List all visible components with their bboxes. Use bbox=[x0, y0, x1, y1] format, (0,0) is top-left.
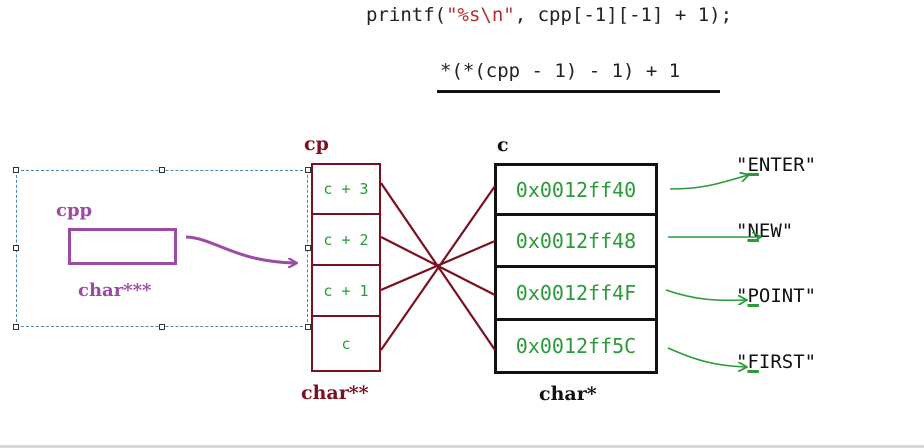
pointer-expression: *(*(cpp - 1) - 1) + 1 bbox=[440, 60, 681, 82]
quote: " bbox=[781, 220, 794, 242]
c-array: 0x0012ff40 0x0012ff48 0x0012ff4F 0x0012f… bbox=[494, 163, 658, 374]
string-literal: "ENTER" bbox=[736, 154, 816, 176]
arrow-to-point bbox=[665, 289, 746, 300]
quote: " bbox=[804, 351, 817, 373]
cpp-type-label: char*** bbox=[78, 280, 152, 301]
c-type-label: char* bbox=[539, 383, 597, 405]
bottom-divider bbox=[0, 445, 924, 448]
selection-handle-tr[interactable] bbox=[305, 167, 311, 173]
selection-handle-bm[interactable] bbox=[159, 324, 165, 330]
selection-handle-bl[interactable] bbox=[13, 324, 19, 330]
quote: " bbox=[804, 285, 817, 307]
link-c0 bbox=[380, 185, 496, 351]
string-literal: "NEW" bbox=[736, 220, 793, 242]
arrow-to-first bbox=[667, 347, 746, 367]
selection-handle-br[interactable] bbox=[305, 324, 311, 330]
quote: " bbox=[736, 154, 748, 176]
rest-chars: OINT bbox=[758, 285, 805, 307]
cp-cell: c + 3 bbox=[313, 165, 379, 215]
c-cell: 0x0012ff5C bbox=[515, 334, 637, 358]
cp-cell: c + 2 bbox=[313, 215, 379, 266]
cpp-label: cpp bbox=[56, 200, 93, 221]
code-suffix: , cpp[-1][-1] + 1); bbox=[514, 4, 733, 26]
first-char: P bbox=[747, 285, 759, 307]
link-c1 bbox=[380, 239, 496, 292]
code-format-string: "%s\n" bbox=[446, 4, 515, 26]
arrow-to-enter bbox=[669, 175, 748, 190]
rest-chars: NTER bbox=[758, 154, 805, 176]
selection-handle-mr[interactable] bbox=[305, 245, 311, 251]
c-cell: 0x0012ff40 bbox=[497, 166, 655, 216]
first-char: F bbox=[747, 351, 759, 373]
c-cell: 0x0012ff4F bbox=[497, 268, 655, 321]
expression-underline bbox=[437, 90, 720, 93]
cp-array: c + 3 c + 2 c + 1 c bbox=[311, 163, 381, 372]
cpp-pointer-box bbox=[68, 228, 177, 265]
rest-chars: EW bbox=[758, 220, 782, 242]
selection-handle-ml[interactable] bbox=[13, 245, 19, 251]
first-char: E bbox=[747, 154, 759, 176]
quote: " bbox=[736, 220, 748, 242]
cp-cell: c + 1 bbox=[313, 266, 379, 317]
selection-handle-tl[interactable] bbox=[13, 167, 19, 173]
c-cell: 0x0012ff48 bbox=[497, 216, 655, 268]
c-label: c bbox=[497, 134, 509, 156]
cpp-to-cp-arrow bbox=[185, 235, 296, 263]
printf-code-line: printf("%s\n", cpp[-1][-1] + 1); bbox=[366, 4, 732, 26]
cp-cell: c bbox=[341, 334, 351, 353]
cp-to-c-lines bbox=[380, 182, 496, 351]
cp-type-label: char** bbox=[301, 382, 369, 404]
first-char: N bbox=[747, 220, 759, 242]
c-to-string-arrows bbox=[665, 175, 760, 367]
rest-chars: IRST bbox=[758, 351, 805, 373]
cp-label: cp bbox=[304, 133, 329, 155]
quote: " bbox=[804, 154, 817, 176]
selection-handle-tm[interactable] bbox=[159, 167, 165, 173]
code-prefix: printf( bbox=[366, 4, 447, 26]
